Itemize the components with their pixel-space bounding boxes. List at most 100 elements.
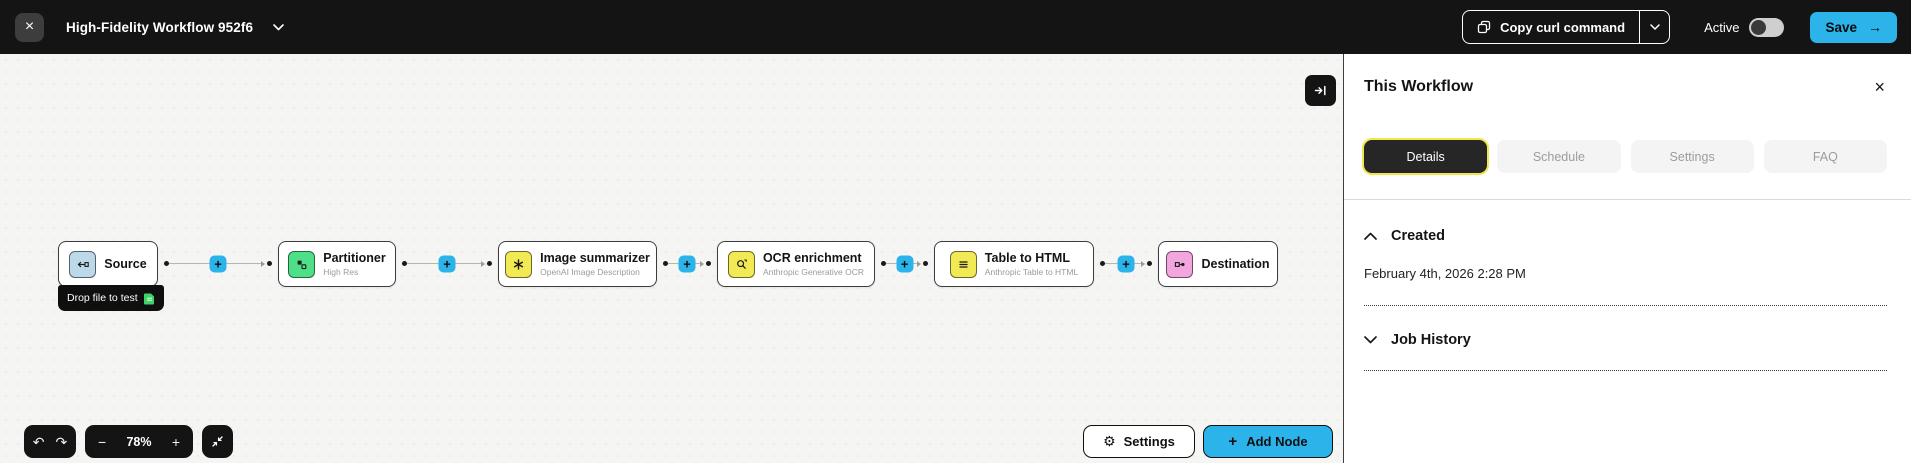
edge-dot [1147,261,1152,266]
destination-icon [1166,250,1194,278]
workflow-title-dropdown[interactable]: High-Fidelity Workflow 952f6 [66,20,284,35]
tab-schedule[interactable]: Schedule [1497,140,1621,173]
topbar-actions: Copy curl command Active Save → [1462,10,1897,44]
node-ocr-enrichment[interactable]: OCR enrichment Anthropic Generative OCR [717,241,875,287]
tab-details[interactable]: Details [1364,140,1488,173]
edge-dot [164,261,169,266]
edge-dot [881,261,886,266]
panel-tabs: Details Schedule Settings FAQ [1364,140,1887,173]
edge-add-node-button[interactable]: + [1117,255,1135,272]
node-subtitle: Anthropic Table to HTML [984,266,1079,277]
node-destination[interactable]: Destination [1158,241,1278,287]
edge-arrowhead-icon [481,260,485,267]
dotted-divider [1364,370,1887,371]
toggle-knob [1751,19,1767,35]
drop-file-label: Drop file to test [67,292,138,304]
edge-ocr-table: + [881,255,928,272]
plus-icon: + [1228,433,1238,450]
minus-icon: − [98,433,107,450]
drop-file-tooltip: Drop file to test [58,285,164,311]
workflow-title: High-Fidelity Workflow 952f6 [66,19,254,35]
arrow-right-icon: → [1868,19,1882,35]
panel-close-button[interactable]: × [1872,78,1887,96]
edge-arrowhead-icon [917,260,921,267]
zoom-out-button[interactable]: − [98,435,106,449]
tab-faq[interactable]: FAQ [1763,140,1887,173]
active-label: Active [1704,19,1740,35]
edge-add-node-button[interactable]: + [209,255,227,272]
fit-view-icon [212,436,223,447]
edge-summarizer-ocr: + [663,255,711,272]
plus-icon: + [171,433,180,450]
copy-curl-dropdown-button[interactable] [1639,11,1669,43]
table-to-html-icon [949,250,977,278]
chevron-up-icon [1364,232,1377,240]
edge-add-node-button[interactable]: + [896,255,913,272]
active-toggle[interactable] [1749,17,1785,37]
node-title: Partitioner [323,251,386,266]
node-source[interactable]: Source [58,241,158,287]
created-section-header[interactable]: Created [1364,228,1887,244]
redo-button[interactable]: ↷ [56,435,68,449]
node-subtitle: Anthropic Generative OCR [762,266,865,277]
edge-dot [487,261,492,266]
edge-dot [663,261,668,266]
zoom-level: 78% [126,434,152,449]
partitioner-icon [288,250,316,278]
close-workflow-button[interactable]: × [15,12,44,42]
edge-dot [706,261,711,266]
save-button[interactable]: Save → [1810,11,1897,43]
add-node-button[interactable]: + Add Node [1203,425,1333,458]
chevron-down-icon [273,23,284,30]
tab-settings[interactable]: Settings [1630,140,1754,173]
zoom-in-button[interactable]: + [172,435,180,449]
panel-title: This Workflow [1364,78,1474,95]
copy-curl-button-group: Copy curl command [1462,10,1671,44]
fit-view-button[interactable] [202,425,233,458]
workflow-canvas[interactable]: Source Partitioner High Res [0,54,1343,463]
tabs-divider [1344,199,1911,200]
node-image-summarizer[interactable]: Image summarizer OpenAI Image Descriptio… [498,241,657,287]
node-title: Source [104,256,147,271]
ocr-enrichment-icon [727,250,755,278]
undo-icon: ↶ [32,433,45,450]
node-table-to-html[interactable]: Table to HTML Anthropic Table to HTML [934,241,1094,287]
save-label: Save [1825,19,1857,35]
created-label: Created [1391,228,1445,244]
edge-arrowhead-icon [700,260,704,267]
zoom-controls: − 78% + [85,425,193,458]
created-value: February 4th, 2026 2:28 PM [1364,266,1526,281]
edge-arrowhead-icon [1141,260,1145,267]
edge-add-node-button[interactable]: + [438,255,456,272]
node-title: Destination [1201,256,1270,271]
edge-dot [1100,261,1105,266]
workflow-details-panel: This Workflow × Details Schedule Setting… [1343,54,1911,463]
close-icon: × [24,18,35,35]
redo-icon: ↷ [55,433,68,450]
gear-icon: ⚙ [1103,433,1116,449]
edge-source-partitioner: + [164,255,272,272]
node-subtitle: OpenAI Image Description [540,266,640,277]
top-bar: × High-Fidelity Workflow 952f6 Copy curl… [0,0,1911,54]
undo-button[interactable]: ↶ [33,435,45,449]
source-icon [69,250,97,278]
collapse-right-icon [1314,85,1326,96]
job-history-label: Job History [1391,332,1471,348]
job-history-section-header[interactable]: Job History [1364,332,1887,348]
node-partitioner[interactable]: Partitioner High Res [278,241,396,287]
undo-redo-group: ↶ ↷ [24,425,76,458]
edge-dot [267,261,272,266]
edge-table-destination: + [1100,255,1152,272]
canvas-settings-button[interactable]: ⚙ Settings [1083,425,1195,458]
copy-curl-command-button[interactable]: Copy curl command [1463,11,1639,43]
image-summarizer-icon [505,250,533,278]
node-title: OCR enrichment [762,251,862,266]
close-icon: × [1874,77,1885,97]
collapse-panel-button[interactable] [1305,75,1336,106]
edge-add-node-button[interactable]: + [678,255,696,272]
edge-partitioner-summarizer: + [402,255,492,272]
chevron-down-icon [1364,336,1377,344]
settings-label: Settings [1123,434,1175,449]
dotted-divider [1364,305,1887,306]
edge-arrowhead-icon [261,260,265,267]
